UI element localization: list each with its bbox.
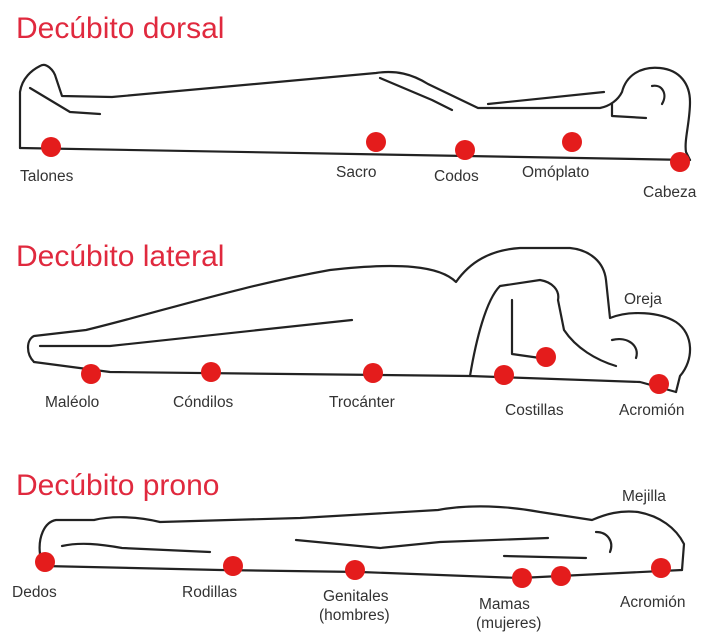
label-acromion-prono: Acromión <box>620 594 685 611</box>
supine-section: Decúbito dorsal Talones Sacro Codos Omóp… <box>16 12 697 201</box>
marker-maleolo <box>81 364 101 384</box>
marker-codos <box>455 140 475 160</box>
marker-codo-lateral <box>536 347 556 367</box>
label-rodillas: Rodillas <box>182 584 237 601</box>
label-omoplato: Omóplato <box>522 164 589 181</box>
lateral-section: Decúbito lateral Maléolo Cóndilos Trocán… <box>16 240 690 419</box>
marker-genitales <box>345 560 365 580</box>
label-cabeza: Cabeza <box>643 184 697 201</box>
marker-omoplato <box>562 132 582 152</box>
marker-condilos <box>201 362 221 382</box>
label-mujeres: (mujeres) <box>476 615 541 632</box>
prone-labels: Dedos Rodillas Genitales (hombres) Mamas… <box>12 488 685 632</box>
prone-title: Decúbito prono <box>16 469 219 502</box>
label-acromion-lateral: Acromión <box>619 402 684 419</box>
label-talones: Talones <box>20 168 74 185</box>
marker-cabeza <box>670 152 690 172</box>
marker-dedos <box>35 552 55 572</box>
lateral-title: Decúbito lateral <box>16 240 224 273</box>
marker-sacro <box>366 132 386 152</box>
label-mejilla: Mejilla <box>622 488 666 505</box>
marker-acromion-lateral <box>649 374 669 394</box>
marker-acromion-prono-inner <box>551 566 571 586</box>
marker-costillas <box>494 365 514 385</box>
label-mamas: Mamas <box>479 596 530 613</box>
label-codos: Codos <box>434 168 479 185</box>
supine-body-outline <box>20 65 690 160</box>
label-oreja: Oreja <box>624 291 662 308</box>
label-dedos: Dedos <box>12 584 57 601</box>
label-trocanter: Trocánter <box>329 394 395 411</box>
marker-mamas <box>512 568 532 588</box>
label-sacro: Sacro <box>336 164 377 181</box>
label-hombres: (hombres) <box>319 607 390 624</box>
label-condilos: Cóndilos <box>173 394 234 411</box>
marker-acromion-prono <box>651 558 671 578</box>
marker-trocanter <box>363 363 383 383</box>
marker-talones <box>41 137 61 157</box>
supine-labels: Talones Sacro Codos Omóplato Cabeza <box>20 164 697 201</box>
label-costillas: Costillas <box>505 402 564 419</box>
supine-title: Decúbito dorsal <box>16 12 224 45</box>
marker-rodillas <box>223 556 243 576</box>
label-maleolo: Maléolo <box>45 394 99 411</box>
label-genitales: Genitales <box>323 588 389 605</box>
prone-section: Decúbito prono Dedos Rodillas Genitales … <box>12 469 685 632</box>
lateral-markers <box>81 347 669 394</box>
